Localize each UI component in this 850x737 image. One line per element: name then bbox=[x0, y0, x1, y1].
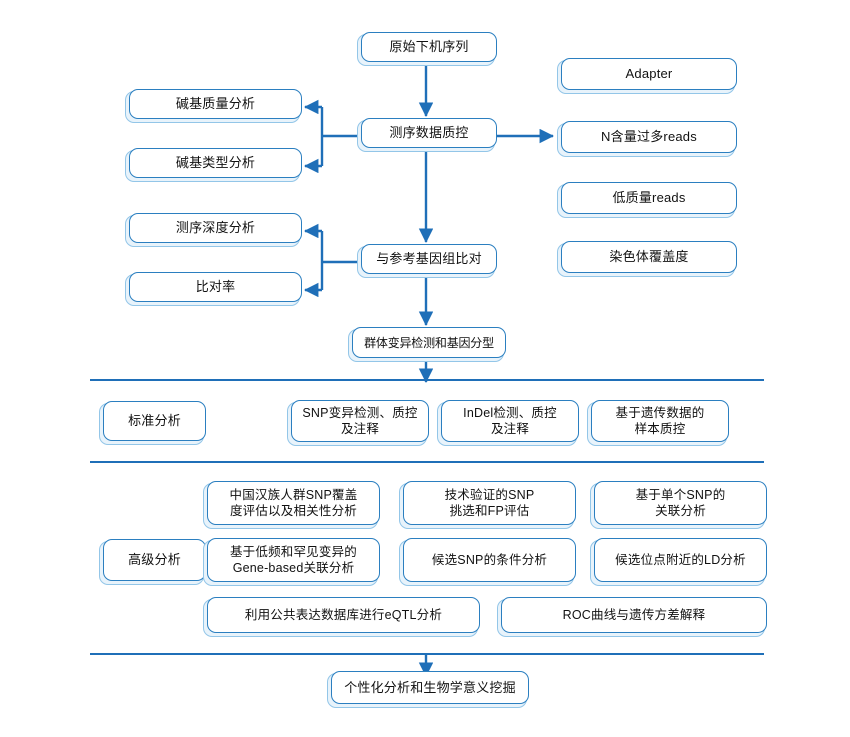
node-variant-calling-label: 群体变异检测和基因分型 bbox=[364, 335, 494, 350]
node-variant-calling[interactable]: 群体变异检测和基因分型 bbox=[348, 327, 506, 362]
category-standard-analysis[interactable]: 标准分析 bbox=[99, 401, 206, 445]
node-advanced-gene-based-association-label: 基于低频和罕见变异的 Gene-based关联分析 bbox=[229, 545, 357, 575]
node-low-quality-reads-label: 低质量reads bbox=[612, 190, 686, 205]
node-base-quality-analysis[interactable]: 碱基质量分析 bbox=[125, 89, 302, 123]
node-standard-sample-qc[interactable]: 基于遗传数据的 样本质控 bbox=[587, 400, 729, 446]
node-base-type-analysis[interactable]: 碱基类型分析 bbox=[125, 148, 302, 182]
category-advanced-analysis[interactable]: 高级分析 bbox=[99, 539, 206, 585]
node-chromosome-coverage-label: 染色体覆盖度 bbox=[609, 249, 689, 264]
category-advanced-analysis-label: 高级分析 bbox=[128, 552, 181, 567]
divider-advanced-bottom bbox=[90, 653, 764, 655]
divider-standard-top bbox=[90, 379, 764, 381]
node-advanced-ld-analysis-label: 候选位点附近的LD分析 bbox=[615, 553, 746, 567]
node-advanced-eqtl[interactable]: 利用公共表达数据库进行eQTL分析 bbox=[203, 597, 480, 637]
node-base-type-analysis-label: 碱基类型分析 bbox=[175, 155, 256, 170]
node-advanced-tech-validated-snp[interactable]: 技术验证的SNP 挑选和FP评估 bbox=[399, 481, 576, 529]
node-personalized-analysis-label: 个性化分析和生物学意义挖掘 bbox=[344, 679, 516, 695]
node-raw-reads-label: 原始下机序列 bbox=[389, 39, 469, 54]
node-standard-snp[interactable]: SNP变异检测、质控 及注释 bbox=[287, 400, 429, 446]
category-standard-analysis-label: 标准分析 bbox=[128, 413, 181, 428]
node-advanced-single-snp-association-label: 基于单个SNP的 关联分析 bbox=[635, 488, 726, 518]
node-advanced-eqtl-label: 利用公共表达数据库进行eQTL分析 bbox=[244, 608, 443, 622]
node-advanced-single-snp-association[interactable]: 基于单个SNP的 关联分析 bbox=[590, 481, 767, 529]
node-adapter-label: Adapter bbox=[625, 66, 673, 81]
node-advanced-conditional-snp-label: 候选SNP的条件分析 bbox=[431, 553, 548, 567]
node-sequencing-qc-label: 测序数据质控 bbox=[389, 125, 469, 140]
node-raw-reads[interactable]: 原始下机序列 bbox=[357, 32, 497, 66]
node-advanced-gene-based-association[interactable]: 基于低频和罕见变异的 Gene-based关联分析 bbox=[203, 538, 380, 586]
node-advanced-ld-analysis[interactable]: 候选位点附近的LD分析 bbox=[590, 538, 767, 586]
node-standard-indel-label: InDel检测、质控 及注释 bbox=[463, 406, 557, 436]
node-standard-indel[interactable]: InDel检测、质控 及注释 bbox=[437, 400, 579, 446]
node-sequencing-qc[interactable]: 测序数据质控 bbox=[357, 118, 497, 152]
node-standard-snp-label: SNP变异检测、质控 及注释 bbox=[302, 406, 418, 436]
node-low-quality-reads[interactable]: 低质量reads bbox=[557, 182, 737, 218]
node-advanced-han-snp-coverage[interactable]: 中国汉族人群SNP覆盖 度评估以及相关性分析 bbox=[203, 481, 380, 529]
node-personalized-analysis[interactable]: 个性化分析和生物学意义挖掘 bbox=[327, 671, 529, 708]
node-base-quality-analysis-label: 碱基质量分析 bbox=[175, 96, 256, 111]
node-alignment[interactable]: 与参考基因组比对 bbox=[357, 244, 497, 278]
node-chromosome-coverage[interactable]: 染色体覆盖度 bbox=[557, 241, 737, 277]
node-n-content-reads-label: N含量过多reads bbox=[601, 129, 697, 144]
divider-standard-bottom bbox=[90, 461, 764, 463]
node-adapter[interactable]: Adapter bbox=[557, 58, 737, 94]
node-mapping-rate[interactable]: 比对率 bbox=[125, 272, 302, 306]
node-n-content-reads[interactable]: N含量过多reads bbox=[557, 121, 737, 157]
node-advanced-roc-label: ROC曲线与遗传方差解释 bbox=[562, 608, 706, 622]
node-alignment-label: 与参考基因组比对 bbox=[376, 251, 482, 266]
node-mapping-rate-label: 比对率 bbox=[195, 279, 236, 294]
node-advanced-tech-validated-snp-label: 技术验证的SNP 挑选和FP评估 bbox=[444, 488, 535, 518]
node-standard-sample-qc-label: 基于遗传数据的 样本质控 bbox=[615, 406, 705, 436]
node-sequencing-depth-analysis-label: 测序深度分析 bbox=[175, 220, 256, 235]
node-advanced-han-snp-coverage-label: 中国汉族人群SNP覆盖 度评估以及相关性分析 bbox=[229, 488, 358, 518]
node-advanced-roc[interactable]: ROC曲线与遗传方差解释 bbox=[497, 597, 767, 637]
node-sequencing-depth-analysis[interactable]: 测序深度分析 bbox=[125, 213, 302, 247]
node-advanced-conditional-snp[interactable]: 候选SNP的条件分析 bbox=[399, 538, 576, 586]
